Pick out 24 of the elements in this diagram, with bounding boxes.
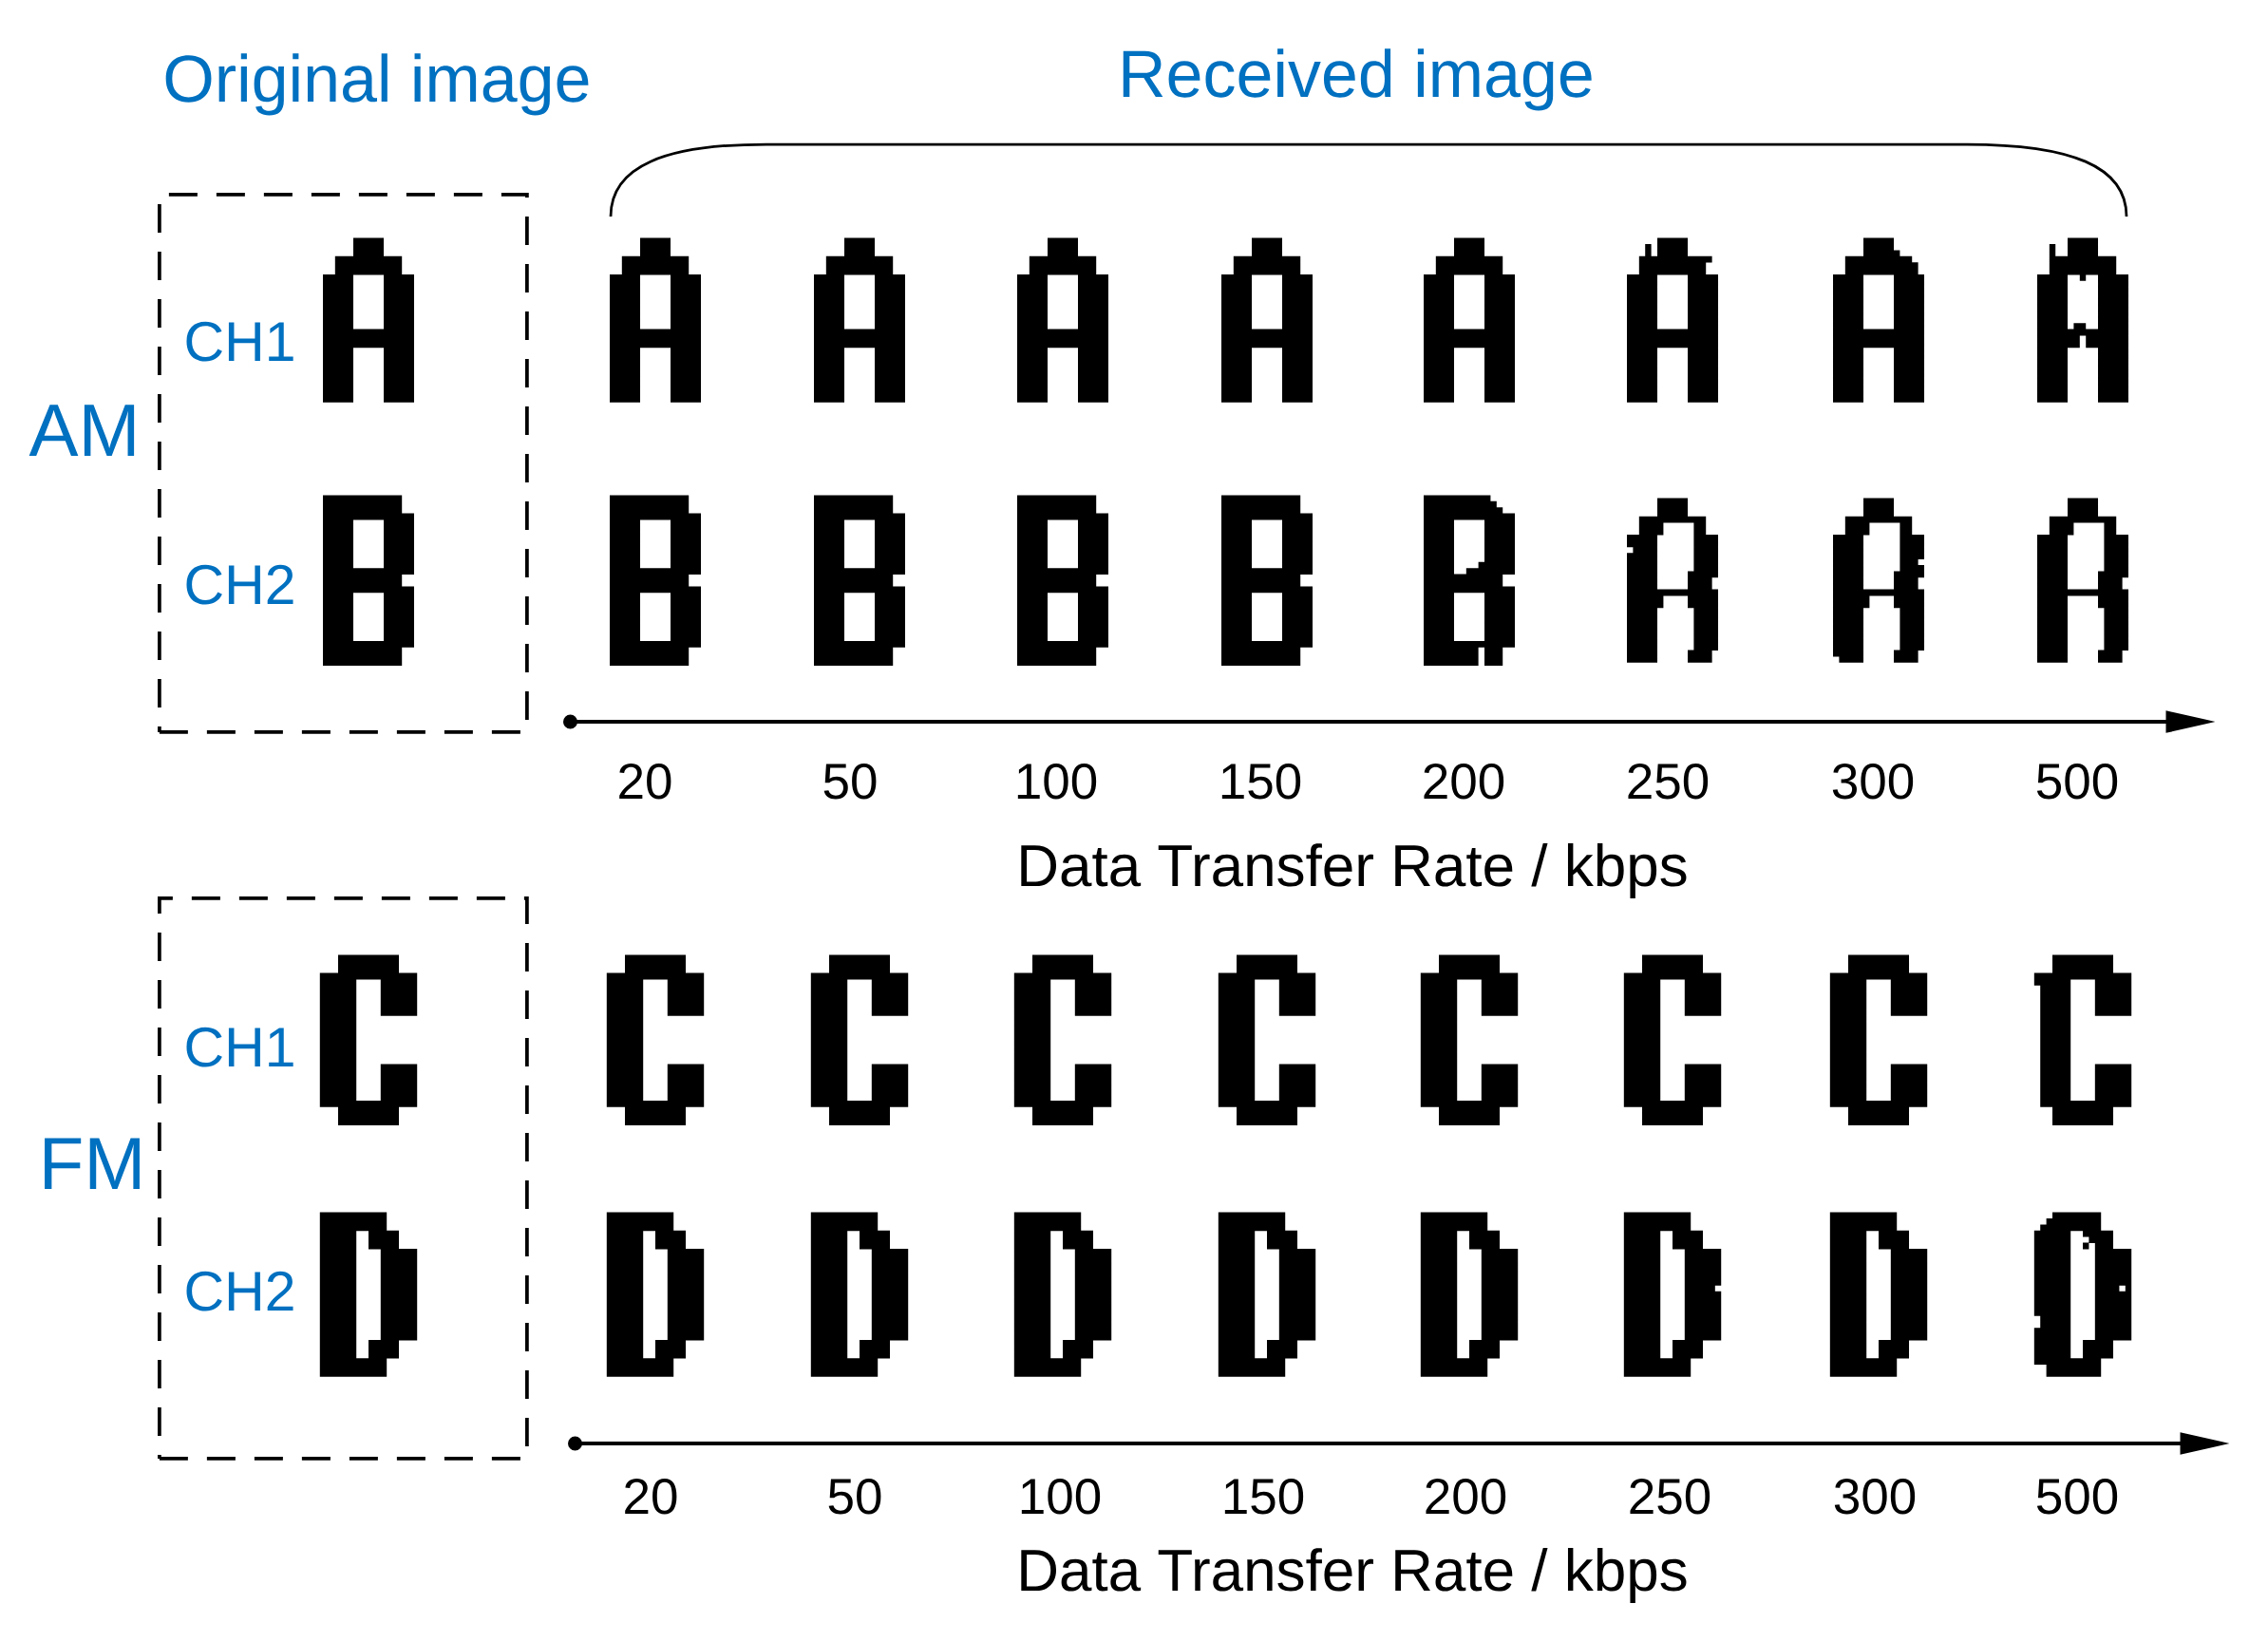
channel-label: CH2 xyxy=(186,1271,293,1311)
tick-label: 300 xyxy=(1832,764,1914,800)
tick-label: 300 xyxy=(1834,1479,1916,1515)
heading: Received image xyxy=(1123,48,1592,111)
tick-label: 50 xyxy=(828,1479,881,1515)
tick-label: 500 xyxy=(2036,764,2118,800)
channel-label: CH1 xyxy=(186,321,293,362)
tick-label: 250 xyxy=(1628,764,1709,800)
tick-label: 50 xyxy=(823,764,877,800)
tick-label: 200 xyxy=(1424,764,1504,800)
tick-label: 100 xyxy=(1021,1479,1101,1515)
tick-label: 100 xyxy=(1017,764,1097,800)
tick-label: 150 xyxy=(1224,1479,1304,1515)
channel-label: CH2 xyxy=(186,564,293,605)
heading: Original image xyxy=(165,53,589,116)
tick-label: 150 xyxy=(1221,764,1301,800)
channel-label: CH1 xyxy=(186,1027,293,1067)
axis-label: Data Transfer Rate / kbps xyxy=(1021,1548,1687,1603)
tick-label: 20 xyxy=(619,764,671,800)
tick-label: 250 xyxy=(1630,1479,1710,1515)
tick-label: 500 xyxy=(2036,1479,2118,1515)
tick-label: 20 xyxy=(625,1479,677,1515)
axis-label: Data Transfer Rate / kbps xyxy=(1021,843,1687,898)
tick-label: 200 xyxy=(1426,1479,1506,1515)
